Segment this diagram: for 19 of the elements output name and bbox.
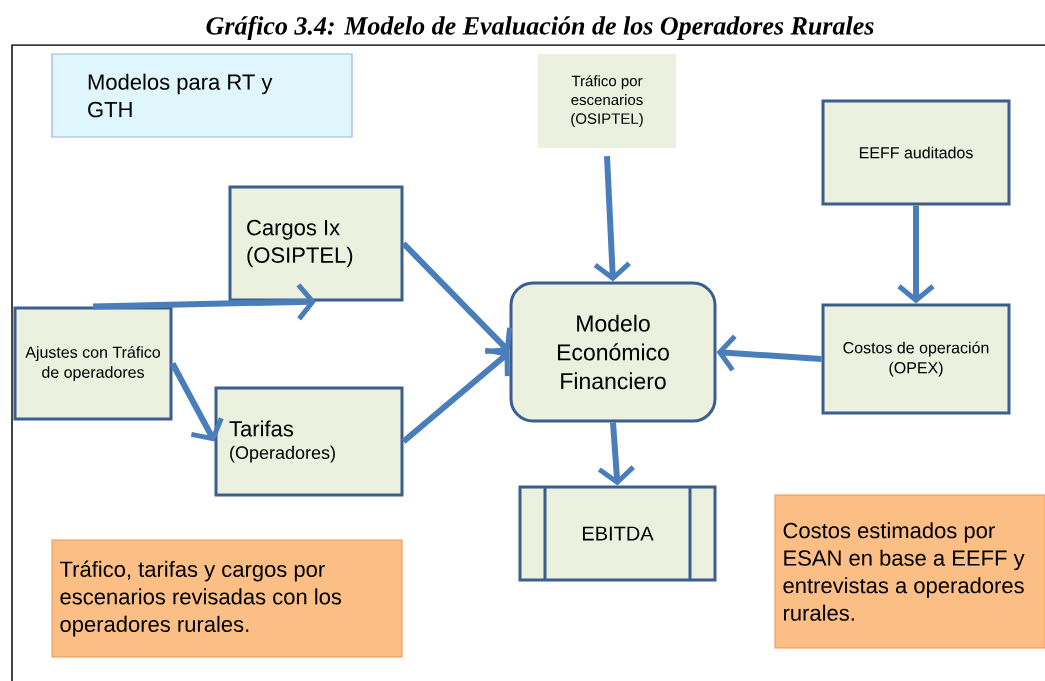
- process-box: Tráfico por escenarios (OSIPTEL): [538, 54, 676, 148]
- arrow: [92, 283, 316, 321]
- note-box: Tráfico, tarifas y cargos por escenarios revisadas con los operadores rurales.: [51, 539, 403, 658]
- process-box: Tarifas (Operadores): [214, 386, 404, 497]
- process-box: Costos de operación (OPEX): [821, 303, 1011, 415]
- process-box: Cargos Ix (OSIPTEL): [228, 185, 404, 302]
- predefined-process-box: EBITDA: [518, 485, 717, 582]
- note-box: Costos estimados por ESAN en base a EEFF y entrevistas a operadores rurales.: [774, 494, 1045, 649]
- arrow: [401, 241, 513, 355]
- note-box: Modelos para RT y GTH: [51, 53, 353, 138]
- arrow: [897, 205, 935, 304]
- arrow: [593, 156, 631, 282]
- rounded-box: Modelo Económico Financiero: [509, 281, 717, 423]
- title: Gráfico 3.4: Modelo de Evaluación de los Operadores Rurales: [206, 16, 874, 40]
- arrow: [401, 347, 510, 444]
- process-box: EEFF auditados: [821, 99, 1011, 206]
- process-box: Ajustes con Tráfico de operadores: [13, 306, 173, 421]
- arrow: [716, 334, 822, 372]
- arrow: [169, 362, 224, 442]
